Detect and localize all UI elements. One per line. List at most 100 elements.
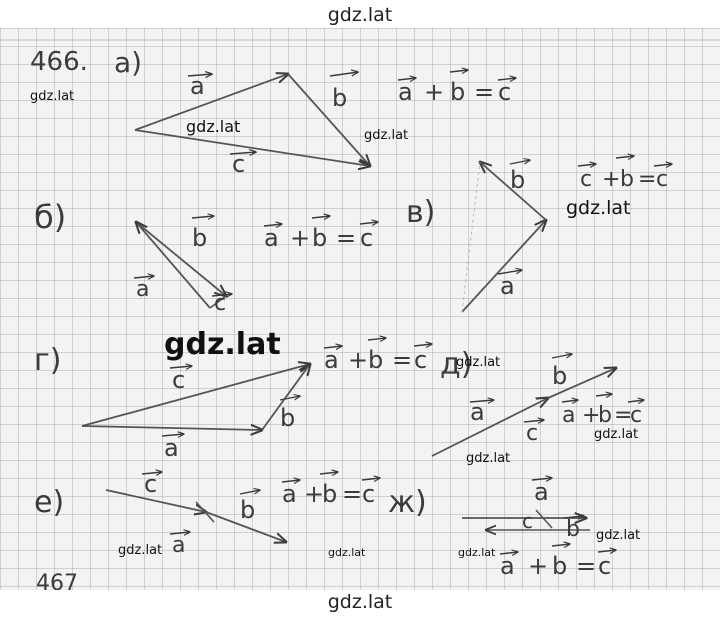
eq-a: a bbox=[324, 346, 339, 374]
part-b-label: б) bbox=[34, 198, 66, 236]
eq-plus: + bbox=[290, 224, 310, 252]
vector-b-arrow-icon bbox=[509, 160, 530, 165]
eq-b: b bbox=[620, 167, 634, 192]
part-e-label: е) bbox=[34, 485, 64, 520]
eq-result-arrow-icon bbox=[653, 164, 672, 166]
vector-b bbox=[205, 511, 286, 542]
vector-a-arrow-icon bbox=[161, 434, 184, 436]
watermark-label: gdz.lat bbox=[328, 546, 366, 559]
eq-c: c bbox=[362, 480, 375, 508]
watermark-label: gdz.lat bbox=[458, 546, 496, 559]
eq-c: c bbox=[414, 346, 427, 374]
eq-c: c bbox=[360, 224, 373, 252]
vector-a-arrow-icon bbox=[531, 478, 552, 480]
watermark-label: gdz.lat bbox=[594, 427, 638, 442]
part-a-equation: a + b = c bbox=[397, 70, 516, 106]
eq-a: a bbox=[264, 224, 279, 252]
vector-c-arrow-icon bbox=[141, 472, 162, 474]
part-g-equation: a + b = c bbox=[323, 338, 432, 374]
eq-b: b bbox=[598, 403, 612, 428]
part-v: в) a b c + b = c bbox=[406, 156, 672, 313]
eq-a-arrow-icon bbox=[263, 224, 282, 226]
eq-b-arrow-icon bbox=[595, 394, 612, 396]
vector-c-arrow-icon bbox=[211, 294, 232, 296]
eq-b-arrow-icon bbox=[311, 216, 330, 218]
vector-c bbox=[81, 364, 310, 427]
vector-a-arrow-icon bbox=[187, 74, 212, 76]
part-zh-label: ж) bbox=[388, 485, 427, 520]
vector-b bbox=[480, 162, 547, 221]
vector-b-arrow-icon bbox=[563, 516, 584, 518]
part-d-label: д) bbox=[440, 347, 472, 382]
watermark-label: gdz.lat bbox=[466, 451, 510, 466]
eq-a-arrow-icon bbox=[499, 552, 518, 554]
eq-c-arrow-icon bbox=[361, 478, 380, 480]
part-v-equation: c + b = c bbox=[577, 156, 672, 192]
handwritten-solution: 466. 467 а) a b c a + b = c bbox=[0, 39, 720, 590]
cross-mark-icon bbox=[535, 509, 553, 529]
vector-a bbox=[431, 398, 548, 457]
vector-b bbox=[261, 364, 310, 431]
eq-plus: + bbox=[348, 346, 368, 374]
part-e-equation: a + b = c bbox=[281, 472, 380, 508]
next-problem-number: 467 bbox=[36, 571, 78, 590]
vector-c bbox=[461, 161, 481, 313]
vector-a-label: a bbox=[500, 272, 515, 300]
vector-a-side bbox=[136, 222, 211, 309]
vector-b bbox=[287, 73, 370, 166]
part-e: е) c b a a + b = c bbox=[34, 470, 380, 558]
vector-b-arrow-icon bbox=[329, 72, 358, 77]
part-d: д) a b c a + b = c bbox=[431, 347, 644, 457]
part-zh-equation: a + b = c bbox=[499, 544, 616, 580]
vector-c-arrow-icon bbox=[523, 420, 544, 422]
eq-a-arrow-icon bbox=[397, 78, 416, 80]
vector-a-label: a bbox=[164, 434, 179, 462]
part-a: а) a b c a + b = c bbox=[114, 46, 516, 178]
eq-b-arrow-icon bbox=[367, 338, 386, 340]
vector-b-arrow-icon bbox=[191, 216, 214, 218]
vector-b-label: b bbox=[510, 166, 525, 194]
vector-c-label: c bbox=[172, 366, 185, 394]
vector-a-label: a bbox=[534, 478, 549, 506]
vector-b-arrow-icon bbox=[551, 354, 572, 359]
part-v-label: в) bbox=[406, 195, 435, 230]
eq-plus: + bbox=[424, 78, 444, 106]
vector-b-label: b bbox=[552, 362, 567, 390]
eq-c-arrow-icon bbox=[577, 164, 596, 166]
eq-equals: = bbox=[614, 403, 632, 428]
eq-a: a bbox=[500, 552, 515, 580]
vector-a-arrow-icon bbox=[469, 400, 494, 402]
vector-a-arrow-icon bbox=[169, 532, 190, 534]
vector-b-arrow-icon bbox=[279, 396, 300, 401]
problem-number: 466. bbox=[30, 47, 88, 77]
vector-c-side bbox=[209, 295, 227, 309]
eq-b: b bbox=[322, 480, 337, 508]
eq-a-arrow-icon bbox=[323, 346, 342, 348]
vector-b-label: b bbox=[566, 517, 580, 542]
eq-plus: + bbox=[582, 403, 600, 428]
eq-c: c bbox=[498, 78, 511, 106]
bottom-watermark: gdz.lat bbox=[327, 591, 393, 613]
watermark-label: gdz.lat bbox=[456, 355, 500, 370]
eq-plus: + bbox=[602, 167, 620, 192]
eq-equals: = bbox=[336, 224, 356, 252]
vector-a-arrow-icon bbox=[133, 276, 154, 278]
vector-b-label: b bbox=[192, 224, 207, 252]
eq-equals: = bbox=[474, 78, 494, 106]
vector-a-label: a bbox=[136, 277, 149, 302]
eq-c: c bbox=[630, 403, 642, 428]
vector-a-arrow-icon bbox=[497, 270, 522, 275]
part-b: б) b a c a + b = c bbox=[34, 198, 378, 316]
vector-c-label: c bbox=[232, 150, 245, 178]
top-watermark: gdz.lat bbox=[327, 4, 393, 26]
part-g-label: г) bbox=[34, 343, 61, 378]
watermark-label: gdz.lat bbox=[186, 117, 240, 136]
vector-b-label: b bbox=[332, 84, 347, 112]
eq-b: b bbox=[368, 346, 383, 374]
eq-c-arrow-icon bbox=[359, 222, 378, 224]
vector-c-label: c bbox=[144, 470, 157, 498]
eq-a: a bbox=[562, 403, 575, 428]
vector-c-label: c bbox=[526, 421, 538, 446]
vector-b-label: b bbox=[240, 496, 255, 524]
notebook-page: ​ 466. 467 а) a b c bbox=[0, 28, 720, 590]
